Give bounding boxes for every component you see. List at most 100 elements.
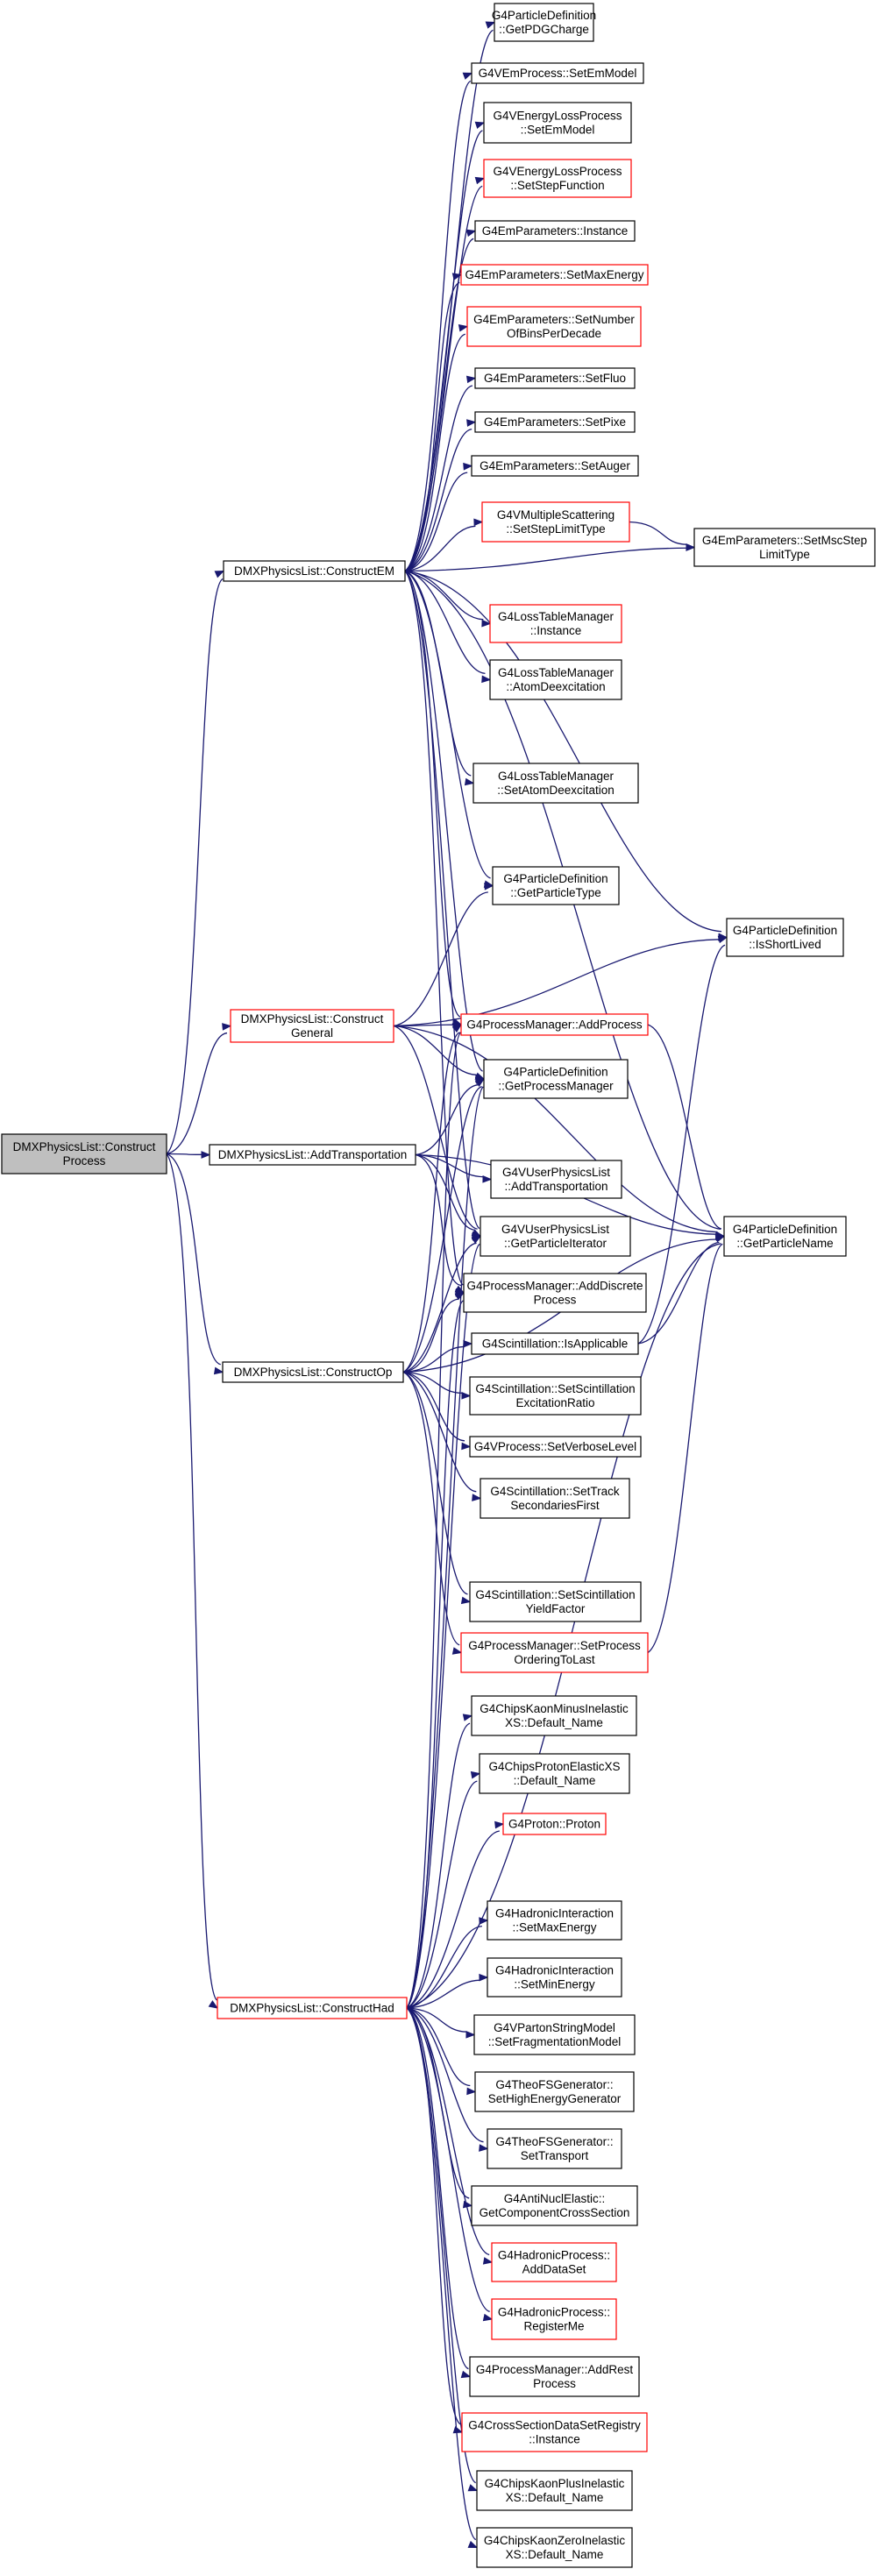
arrowhead-had-to-proton: [494, 1820, 505, 1829]
node-verbose[interactable]: G4VProcess::SetVerboseLevel: [469, 1436, 642, 1458]
edge-op-to-ordering: [402, 1371, 460, 1646]
node-label-addprocess-line0: G4ProcessManager::AddProcess: [466, 1018, 643, 1032]
arrowhead-op-to-scinttrack: [472, 1494, 482, 1501]
node-empfluo[interactable]: G4EmParameters::SetFluo: [474, 367, 636, 389]
node-setemmodel2[interactable]: G4VEnergyLossProcess::SetEmModel: [483, 102, 632, 144]
node-setemmodel1[interactable]: G4VEmProcess::SetEmModel: [471, 62, 644, 84]
node-box-em: [223, 560, 406, 582]
node-box-emppixe: [474, 411, 636, 433]
node-label-theohigh-line1: SetHighEnergyGenerator: [488, 2092, 622, 2105]
node-protonelastic[interactable]: G4ChipsProtonElasticXS::Default_Name: [479, 1753, 630, 1794]
node-label-ltmatom-line1: ::AtomDeexcitation: [506, 680, 605, 693]
node-empinst[interactable]: G4EmParameters::Instance: [474, 220, 636, 242]
node-addprocess[interactable]: G4ProcessManager::AddProcess: [460, 1013, 649, 1036]
node-pdgcharge[interactable]: G4ParticleDefinition::GetPDGCharge: [492, 3, 596, 42]
edge-had-to-registerme: [406, 2007, 490, 2312]
node-kaonminus[interactable]: G4ChipsKaonMinusInelasticXS::Default_Nam…: [471, 1695, 637, 1736]
node-hadmine[interactable]: G4HadronicInteraction::SetMinEnergy: [487, 1957, 622, 1998]
arrowhead-had-to-adddataset: [482, 2257, 494, 2265]
node-label-kaonplus-line1: XS::Default_Name: [506, 2491, 604, 2504]
node-theohigh[interactable]: G4TheoFSGenerator::SetHighEnergyGenerato…: [474, 2071, 635, 2112]
node-box-setemmodel2: [483, 102, 632, 144]
node-scintexc[interactable]: G4Scintillation::SetScintillationExcitat…: [469, 1376, 642, 1416]
node-scintapp[interactable]: G4Scintillation::IsApplicable: [471, 1332, 639, 1355]
node-setstepfunc[interactable]: G4VEnergyLossProcess::SetStepFunction: [483, 159, 632, 198]
arrowhead-had-to-kaonminus: [462, 1714, 473, 1721]
node-label-msclimit-line1: ::SetStepLimitType: [506, 522, 605, 536]
node-box-root: [1, 1133, 167, 1174]
node-theotrans[interactable]: G4TheoFSGenerator::SetTransport: [487, 2128, 622, 2169]
node-label-op-line0: DMXPhysicsList::ConstructOp: [234, 1366, 393, 1379]
arrowhead-em-to-empmaxe: [451, 273, 463, 280]
node-box-shortlived: [726, 918, 844, 957]
node-label-empnbins-line1: OfBinsPerDecade: [507, 327, 601, 340]
edge-em-to-empnbins: [404, 333, 466, 572]
node-em[interactable]: DMXPhysicsList::ConstructEM: [223, 560, 406, 582]
edge-had-to-kaonplus: [406, 2007, 477, 2484]
node-vupaddtrans[interactable]: G4VUserPhysicsList::AddTransportation: [490, 1160, 622, 1199]
node-emppixe[interactable]: G4EmParameters::SetPixe: [474, 411, 636, 433]
node-box-registerme: [491, 2298, 617, 2340]
node-adddataset[interactable]: G4HadronicProcess::AddDataSet: [491, 2242, 617, 2282]
node-ptype[interactable]: G4ParticleDefinition::GetParticleType: [492, 866, 620, 905]
edge-had-to-fragmodel: [406, 2007, 467, 2033]
edge-general-to-shortlived: [393, 939, 720, 1027]
arrowhead-em-to-empinst: [465, 229, 477, 238]
node-box-hadmaxe: [487, 1900, 622, 1941]
node-scinttrack[interactable]: G4Scintillation::SetTrackSecondariesFirs…: [480, 1478, 630, 1519]
node-label-antinucl-line0: G4AntiNuclElastic::: [504, 2192, 606, 2205]
node-shortlived[interactable]: G4ParticleDefinition::IsShortLived: [726, 918, 844, 957]
node-fragmodel[interactable]: G4VPartonStringModel::SetFragmentationMo…: [473, 2014, 636, 2055]
node-vupiter[interactable]: G4VUserPhysicsList::GetParticleIterator: [480, 1216, 631, 1257]
node-had[interactable]: DMXPhysicsList::ConstructHad: [217, 1997, 408, 2019]
node-label-scinttrack-line1: SecondariesFirst: [510, 1499, 600, 1512]
arrowhead-em-to-setemmodel2: [474, 121, 486, 130]
edge-em-to-adddiscrete: [404, 571, 464, 1286]
arrowhead-had-to-registerme: [482, 2313, 494, 2322]
node-proton[interactable]: G4Proton::Proton: [502, 1813, 607, 1835]
node-label-pname-line0: G4ParticleDefinition: [733, 1223, 837, 1236]
arrowhead-transport-to-vupaddtrans: [482, 1174, 493, 1183]
node-op[interactable]: DMXPhysicsList::ConstructOp: [222, 1361, 404, 1383]
edge-had-to-pname: [406, 1243, 721, 2009]
node-label-theotrans-line1: SetTransport: [521, 2149, 589, 2162]
edge-em-to-ltmatom: [404, 570, 486, 675]
node-registerme[interactable]: G4HadronicProcess::RegisterMe: [491, 2298, 617, 2340]
node-box-vupaddtrans: [490, 1160, 622, 1199]
node-transport[interactable]: DMXPhysicsList::AddTransportation: [209, 1144, 416, 1166]
edge-em-to-empfluo: [404, 385, 473, 572]
arrowhead-had-to-addrest: [460, 2370, 472, 2379]
node-ltmatom[interactable]: G4LossTableManager::AtomDeexcitation: [489, 659, 622, 700]
edge-general-to-pname: [393, 1025, 718, 1233]
edge-op-to-addprocess: [402, 1032, 460, 1373]
edge-op-to-scintyield: [402, 1371, 468, 1595]
node-pname[interactable]: G4ParticleDefinition::GetParticleName: [723, 1216, 847, 1257]
node-csdsr[interactable]: G4CrossSectionDataSetRegistry::Instance: [461, 2412, 648, 2452]
node-label-scintapp-line0: G4Scintillation::IsApplicable: [482, 1338, 629, 1351]
node-ltminst[interactable]: G4LossTableManager::Instance: [489, 604, 622, 643]
node-box-empmaxe: [460, 264, 649, 286]
arrowhead-em-to-setemmodel1: [462, 72, 473, 80]
node-empmaxe[interactable]: G4EmParameters::SetMaxEnergy: [460, 264, 649, 286]
edge-em-to-empmsc: [404, 547, 687, 572]
node-msclimit[interactable]: G4VMultipleScattering::SetStepLimitType: [481, 501, 630, 543]
node-ltmsetatom[interactable]: G4LossTableManager::SetAtomDeexcitation: [472, 763, 639, 804]
node-scintyield[interactable]: G4Scintillation::SetScintillationYieldFa…: [469, 1581, 642, 1622]
node-label-empauger-line0: G4EmParameters::SetAuger: [480, 459, 630, 472]
node-label-csdsr-line1: ::Instance: [529, 2433, 580, 2446]
node-hadmaxe[interactable]: G4HadronicInteraction::SetMaxEnergy: [487, 1900, 622, 1941]
edge-transport-to-vupiter: [415, 1153, 476, 1231]
node-empauger[interactable]: G4EmParameters::SetAuger: [471, 455, 639, 477]
node-ordering[interactable]: G4ProcessManager::SetProcessOrderingToLa…: [460, 1632, 649, 1673]
node-getpm[interactable]: G4ParticleDefinition::GetProcessManager: [483, 1059, 629, 1099]
arrowhead-em-to-emppixe: [466, 419, 477, 427]
node-antinucl[interactable]: G4AntiNuclElastic::GetComponentCrossSect…: [471, 2185, 638, 2226]
